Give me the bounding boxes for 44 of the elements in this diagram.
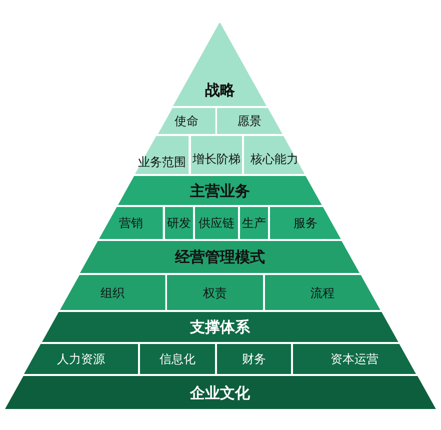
cell-label: 核心能力 bbox=[250, 153, 298, 165]
cell-label: 资本运营 bbox=[330, 353, 378, 365]
pyramid-tier bbox=[118, 176, 322, 205]
pyramid-tier bbox=[4, 376, 436, 409]
cell-label: 权责 bbox=[203, 287, 227, 299]
cell-label: 生产 bbox=[242, 217, 266, 229]
tier-title: 经营管理模式 bbox=[174, 250, 265, 264]
pyramid-cell bbox=[99, 207, 163, 239]
pyramid-tier bbox=[42, 312, 398, 342]
tier-title: 主营业务 bbox=[190, 184, 250, 198]
pyramid-cell bbox=[167, 275, 263, 310]
cell-label: 信息化 bbox=[160, 353, 196, 365]
pyramid-cell bbox=[158, 108, 215, 134]
cell-label: 增长阶梯 bbox=[192, 153, 240, 165]
pyramid-tier bbox=[173, 23, 267, 106]
pyramid-cell bbox=[217, 344, 291, 374]
pyramid-cell bbox=[60, 275, 165, 310]
pyramid-cell bbox=[195, 207, 238, 239]
tier-title: 战略 bbox=[204, 82, 235, 98]
cell-label: 组织 bbox=[100, 287, 124, 299]
cell-label: 营销 bbox=[119, 217, 144, 229]
cell-label: 使命 bbox=[174, 115, 198, 127]
cell-label: 供应链 bbox=[198, 217, 234, 229]
tier-title: 支撑体系 bbox=[190, 320, 250, 334]
cell-label: 财务 bbox=[242, 353, 266, 365]
cell-label: 研发 bbox=[167, 217, 191, 229]
cell-label: 业务范围 bbox=[138, 156, 186, 168]
pyramid-cell bbox=[191, 136, 242, 174]
pyramid-cell bbox=[265, 275, 380, 310]
pyramid-cell bbox=[244, 136, 305, 174]
cell-label: 愿景 bbox=[238, 115, 262, 127]
cell-label: 流程 bbox=[310, 287, 335, 299]
pyramid-cell bbox=[217, 108, 282, 134]
cell-label: 服务 bbox=[293, 217, 318, 229]
cell-label: 人力资源 bbox=[57, 353, 105, 365]
pyramid-tier bbox=[80, 241, 360, 273]
pyramid-cell bbox=[135, 136, 189, 174]
pyramid-cell bbox=[293, 344, 416, 374]
pyramid-cell bbox=[24, 344, 138, 374]
pyramid-cell bbox=[240, 207, 268, 239]
pyramid-cell bbox=[270, 207, 341, 239]
pyramid-cell bbox=[140, 344, 215, 374]
tier-title: 企业文化 bbox=[190, 386, 250, 400]
pyramid-cell bbox=[165, 207, 193, 239]
